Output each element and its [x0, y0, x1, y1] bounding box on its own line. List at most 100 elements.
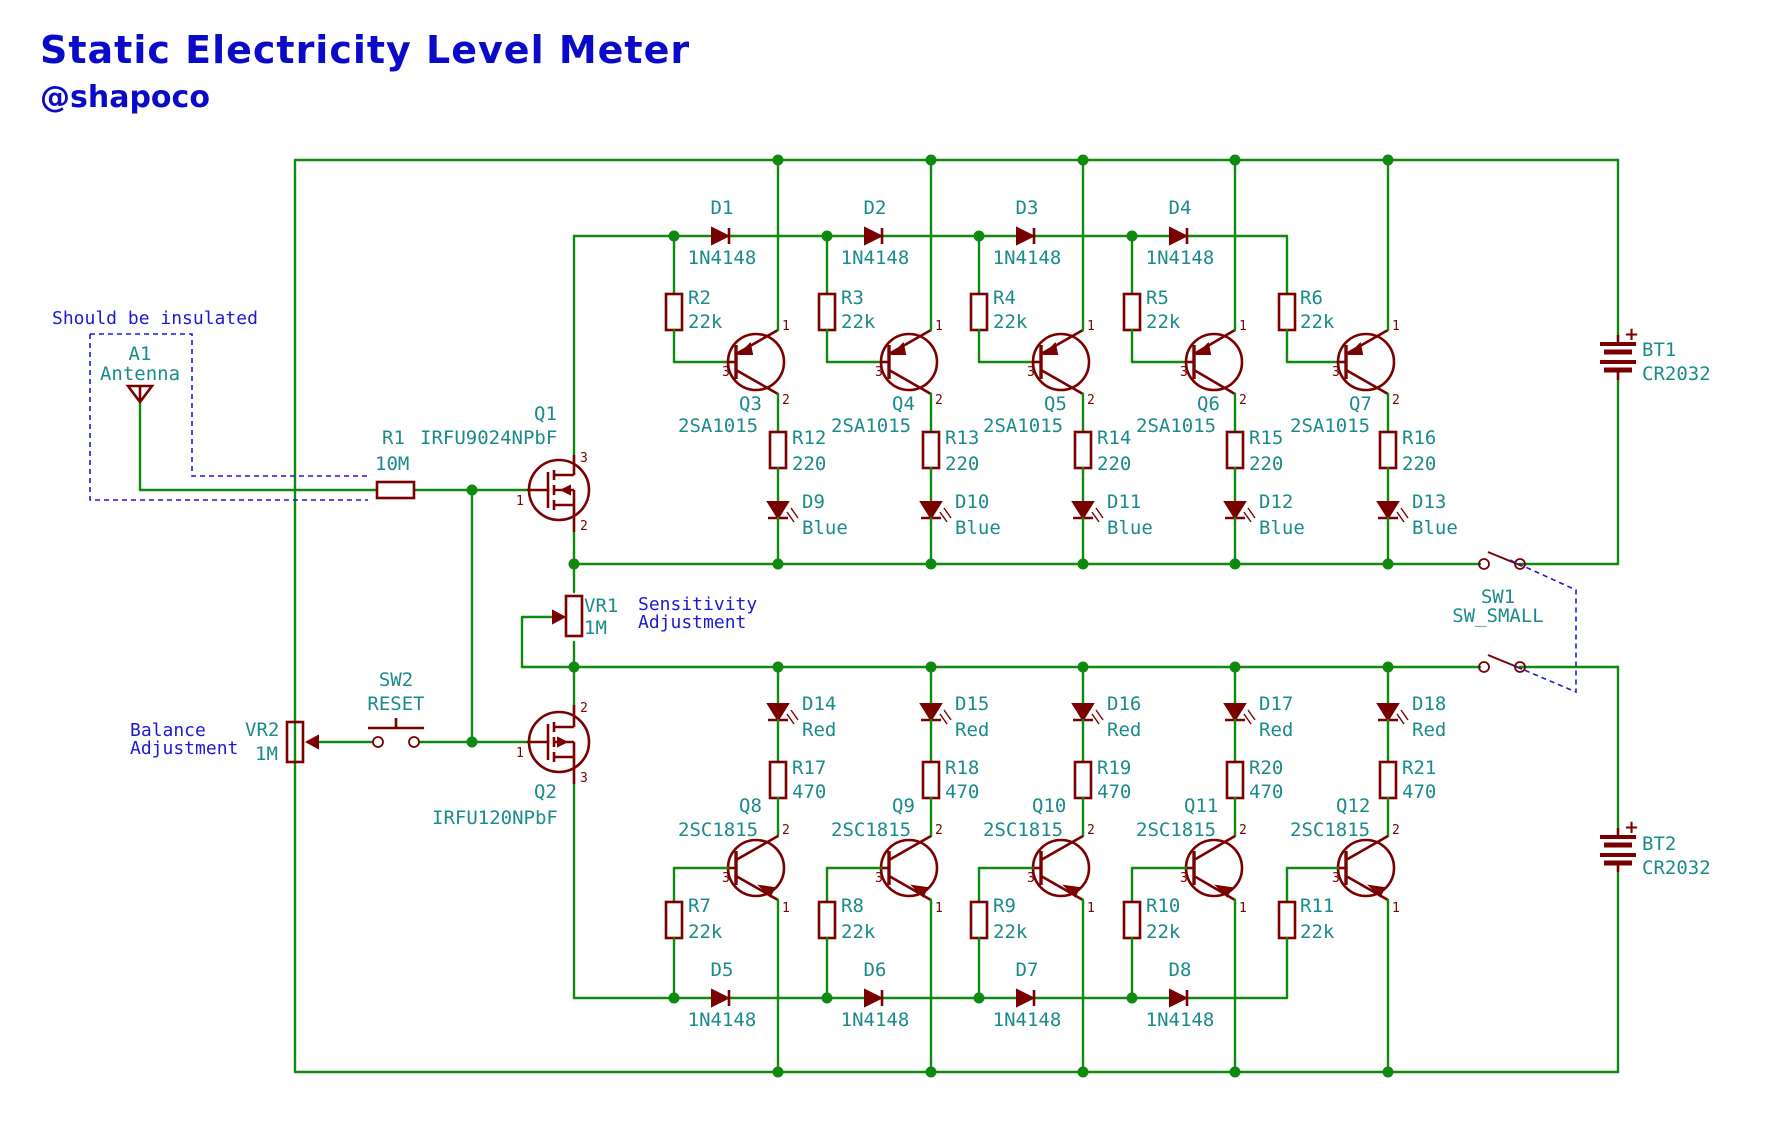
- svg-text:3: 3: [580, 771, 588, 786]
- svg-text:1M: 1M: [584, 617, 607, 639]
- svg-text:+: +: [1624, 817, 1639, 838]
- bottom-stage-2: D6 1N4148 R8 22k Q9 2SC1815 R18 470 D15 …: [817, 665, 989, 1074]
- svg-text:1N4148: 1N4148: [1146, 247, 1215, 269]
- svg-text:Q8: Q8: [739, 795, 762, 817]
- svg-text:D16: D16: [1107, 693, 1141, 715]
- rails: [138, 158, 1620, 1074]
- svg-text:SW1: SW1: [1481, 586, 1515, 608]
- svg-text:Sensitivity: Sensitivity: [638, 594, 757, 615]
- svg-text:R11: R11: [1300, 895, 1334, 917]
- svg-text:Q6: Q6: [1197, 393, 1220, 415]
- svg-text:3: 3: [875, 871, 883, 886]
- svg-text:R8: R8: [841, 895, 864, 917]
- svg-text:3: 3: [1180, 871, 1188, 886]
- svg-text:1M: 1M: [255, 743, 278, 765]
- svg-text:470: 470: [1097, 781, 1131, 803]
- svg-text:2: 2: [1392, 823, 1400, 838]
- svg-text:R7: R7: [688, 895, 711, 917]
- svg-text:470: 470: [1249, 781, 1283, 803]
- svg-text:Blue: Blue: [955, 517, 1001, 539]
- bottom-stage-1: D5 1N4148 R7 22k Q8 2SC1815 R17 470 D14 …: [664, 665, 836, 1074]
- svg-text:2SC1815: 2SC1815: [1290, 819, 1370, 841]
- svg-text:SW_SMALL: SW_SMALL: [1452, 605, 1544, 627]
- svg-text:Red: Red: [1107, 719, 1141, 741]
- switch-sw2-reset: SW2 RESET: [367, 669, 425, 748]
- svg-text:Balance: Balance: [130, 720, 206, 741]
- svg-text:1N4148: 1N4148: [1146, 1009, 1215, 1031]
- svg-text:220: 220: [1097, 453, 1131, 475]
- svg-text:D11: D11: [1107, 491, 1141, 513]
- svg-text:1: 1: [1239, 319, 1247, 334]
- svg-text:D5: D5: [711, 959, 734, 981]
- svg-text:D15: D15: [955, 693, 989, 715]
- resistor-r1: R1 10M: [375, 427, 416, 500]
- battery-bt2: + BT2 CR2032: [1600, 817, 1711, 879]
- svg-text:2SC1815: 2SC1815: [831, 819, 911, 841]
- svg-text:Blue: Blue: [1259, 517, 1305, 539]
- svg-text:BT2: BT2: [1642, 833, 1676, 855]
- svg-text:1: 1: [1087, 319, 1095, 334]
- svg-text:VR2: VR2: [245, 719, 279, 741]
- diagram-author: @shapoco: [40, 80, 210, 115]
- svg-text:2: 2: [782, 393, 790, 408]
- svg-text:1N4148: 1N4148: [688, 1009, 757, 1031]
- svg-text:+: +: [1624, 324, 1639, 345]
- svg-text:470: 470: [945, 781, 979, 803]
- svg-text:Adjustment: Adjustment: [638, 612, 746, 633]
- svg-text:Adjustment: Adjustment: [130, 738, 238, 759]
- svg-text:2SA1015: 2SA1015: [983, 415, 1063, 437]
- bottom-stage-5: R11 22k Q12 2SC1815 R21 470 D18 Red 231: [1277, 665, 1446, 1074]
- svg-text:2SA1015: 2SA1015: [678, 415, 758, 437]
- svg-text:BT1: BT1: [1642, 339, 1676, 361]
- svg-text:CR2032: CR2032: [1642, 363, 1711, 385]
- svg-text:1: 1: [516, 746, 524, 761]
- svg-text:Q1: Q1: [534, 403, 557, 425]
- svg-text:D7: D7: [1016, 959, 1039, 981]
- svg-text:2SC1815: 2SC1815: [678, 819, 758, 841]
- svg-text:R10: R10: [1146, 895, 1180, 917]
- svg-text:10M: 10M: [375, 453, 409, 475]
- svg-text:1N4148: 1N4148: [841, 247, 910, 269]
- svg-text:Blue: Blue: [802, 517, 848, 539]
- svg-text:Blue: Blue: [1107, 517, 1153, 539]
- top-stage-3: D3 1N4148 R4 22k Q5 2SA1015 R14 220 D11 …: [969, 158, 1153, 566]
- svg-text:R17: R17: [792, 757, 826, 779]
- svg-text:22k: 22k: [1300, 921, 1335, 943]
- svg-text:2: 2: [935, 393, 943, 408]
- antenna-a1: A1 Antenna: [100, 343, 180, 405]
- svg-text:VR1: VR1: [584, 595, 618, 617]
- svg-text:CR2032: CR2032: [1642, 857, 1711, 879]
- svg-text:3: 3: [722, 871, 730, 886]
- svg-text:2SC1815: 2SC1815: [983, 819, 1063, 841]
- svg-text:D18: D18: [1412, 693, 1446, 715]
- svg-text:Q12: Q12: [1336, 795, 1370, 817]
- svg-text:R1: R1: [382, 427, 405, 449]
- bottom-stage-3: D7 1N4148 R9 22k Q10 2SC1815 R19 470 D16…: [969, 665, 1141, 1074]
- svg-text:Q9: Q9: [892, 795, 915, 817]
- svg-text:470: 470: [792, 781, 826, 803]
- top-stage-4: D4 1N4148 R5 22k Q6 2SA1015 R15 220 D12 …: [1122, 158, 1305, 566]
- svg-text:3: 3: [1027, 365, 1035, 380]
- svg-text:22k: 22k: [993, 311, 1028, 333]
- svg-text:220: 220: [1402, 453, 1436, 475]
- svg-text:470: 470: [1402, 781, 1436, 803]
- svg-text:R14: R14: [1097, 427, 1131, 449]
- svg-text:2: 2: [1239, 393, 1247, 408]
- svg-text:Red: Red: [802, 719, 836, 741]
- svg-text:D12: D12: [1259, 491, 1293, 513]
- svg-text:RESET: RESET: [367, 693, 424, 715]
- top-stage-1: D1 1N4148 R2 22k Q3 2SA1015 R12 220 D9 B…: [664, 158, 848, 566]
- svg-text:2: 2: [1239, 823, 1247, 838]
- svg-text:2: 2: [580, 701, 588, 716]
- svg-text:IRFU120NPbF: IRFU120NPbF: [432, 807, 558, 829]
- bottom-stage-4: D8 1N4148 R10 22k Q11 2SC1815 R20 470 D1…: [1122, 665, 1293, 1074]
- mosfet-q1: Q1 IRFU9024NPbF 1 3 2: [420, 403, 591, 534]
- svg-text:2: 2: [1087, 823, 1095, 838]
- svg-text:2: 2: [935, 823, 943, 838]
- svg-text:D13: D13: [1412, 491, 1446, 513]
- svg-text:D17: D17: [1259, 693, 1293, 715]
- svg-text:R15: R15: [1249, 427, 1283, 449]
- mosfet-q2: Q2 IRFU120NPbF 1 2 3: [432, 701, 591, 829]
- svg-text:3: 3: [580, 451, 588, 466]
- svg-text:R6: R6: [1300, 287, 1323, 309]
